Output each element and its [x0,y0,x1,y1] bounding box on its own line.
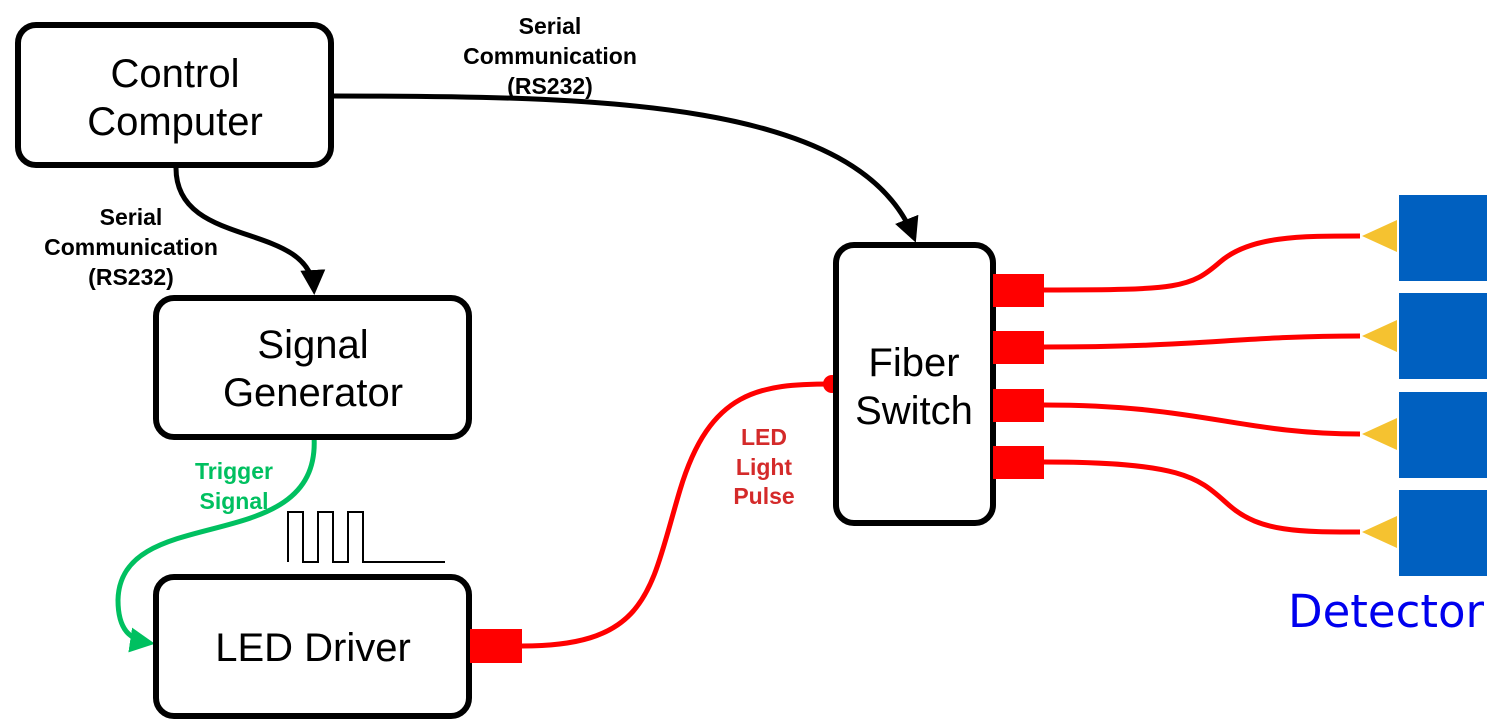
serial-link-computer-to-switch [332,93,919,243]
serial-link-computer-to-generator [173,167,326,295]
light-cone-4 [1362,516,1397,548]
serial-top-label-line2: Communication [463,43,637,69]
serial-left-label-line1: Serial [100,204,163,230]
trigger-label-line1: Trigger [195,458,273,484]
led-pulse-label-line1: LED [741,424,787,450]
led-driver-box [153,574,472,719]
control-computer-label-line2: Computer [87,100,263,144]
led-driver-label: LED Driver [215,626,411,670]
control-computer-box [15,22,334,168]
signal-generator-box [153,295,472,440]
signal-generator-label-line1: Signal [257,323,368,367]
serial-left-label-line3: (RS232) [88,264,174,290]
light-cone-3 [1362,418,1397,450]
pulse-train-icon [287,511,445,563]
serial-top-label-line1: Serial [519,13,582,39]
output-fiber-1 [1043,233,1361,293]
fiber-switch-output-port-1 [993,274,1044,307]
light-cone-1 [1362,220,1397,252]
detector-label: Detector [1288,585,1485,638]
led-pulse-fiber [521,381,833,649]
detector-module-2 [1399,293,1487,379]
output-fiber-4 [1043,459,1361,535]
fiber-switch-output-port-4 [993,446,1044,479]
fiber-switch-box [833,242,996,526]
fiber-switch-label-line2: Switch [855,389,973,433]
fiber-switch-label-line1: Fiber [868,341,959,385]
light-cone-2 [1362,320,1397,352]
detector-module-1 [1399,195,1487,281]
output-fiber-2 [1043,333,1361,350]
fiber-switch-output-port-3 [993,389,1044,422]
control-computer-label-line1: Control [111,52,240,96]
detector-module-3 [1399,392,1487,478]
serial-left-label-line2: Communication [44,234,218,260]
detector-module-4 [1399,490,1487,576]
led-driver-output-port [470,629,522,663]
led-pulse-label-line2: Light [736,454,793,480]
output-fiber-3 [1043,402,1361,437]
serial-top-label-line3: (RS232) [507,73,593,99]
trigger-signal-link [115,435,317,653]
led-pulse-label-line3: Pulse [733,483,794,509]
signal-generator-label-line2: Generator [223,371,403,415]
fiber-switch-output-port-2 [993,331,1044,364]
trigger-label-line2: Signal [199,488,268,514]
